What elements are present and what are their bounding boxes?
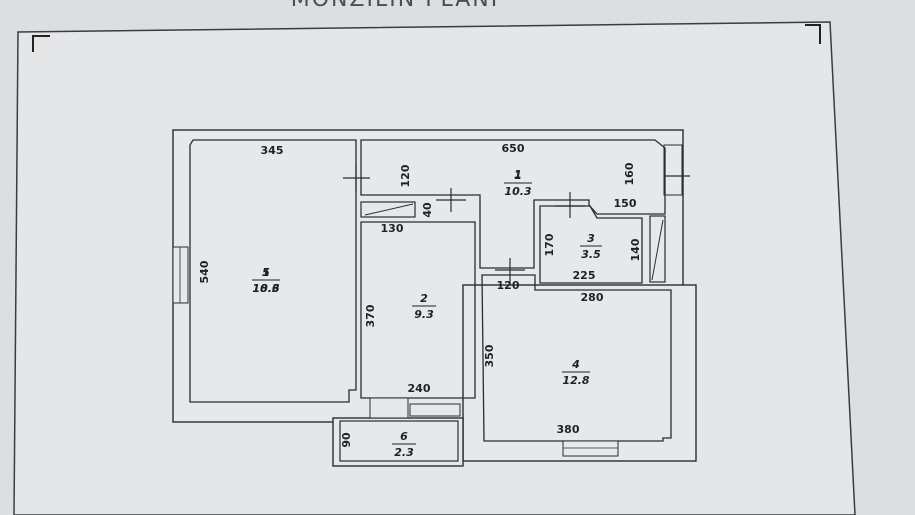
window-room-4	[562, 440, 619, 457]
room-3-outline	[539, 205, 643, 284]
corner-mark-top-left	[32, 35, 50, 52]
room-3-area: 3.5	[581, 248, 601, 261]
dim-room4-bottom-width: 380	[557, 423, 580, 436]
dim-room1-closet-depth: 40	[421, 202, 434, 218]
door-marks	[343, 165, 690, 285]
dim-closet-width: 130	[381, 222, 404, 235]
dim-room5-height: 540	[198, 260, 211, 283]
balcony-door	[409, 403, 461, 417]
dim-room3-top-width: 150	[614, 197, 637, 210]
room-6-outline	[339, 420, 459, 462]
window-room-5	[172, 246, 189, 304]
shaft-outline	[649, 215, 666, 283]
svg-text:10.3: 10.3	[252, 282, 279, 295]
dim-room1-left-depth: 120	[399, 164, 412, 187]
dim-room2-width: 240	[408, 382, 431, 395]
dim-room4-top-width: 280	[581, 291, 604, 304]
corner-mark-top-right	[805, 24, 821, 44]
room-4-outline	[481, 274, 672, 442]
room-6-number: 6	[400, 430, 408, 443]
room-4-number: 4	[571, 358, 580, 371]
dim-room4-height: 350	[483, 344, 496, 367]
dim-room2-height: 370	[364, 304, 377, 327]
room-label-1: 1	[514, 168, 522, 181]
room-2-outline	[360, 221, 476, 399]
room-2-area: 9.3	[414, 308, 434, 321]
room-5-area: 18.6	[252, 282, 279, 295]
room-5-number: 5	[262, 266, 270, 279]
room-1-number: 1	[514, 169, 522, 182]
east-wing-wall	[462, 284, 697, 462]
dim-room3-height-right: 140	[629, 238, 642, 261]
dim-room1-width: 650	[502, 142, 525, 155]
room-3-number: 3	[587, 232, 595, 245]
room-6-area: 2.3	[394, 446, 414, 459]
room-4-area: 12.8	[562, 374, 589, 387]
entry-notch	[663, 144, 683, 196]
closet-diagonal	[364, 203, 414, 216]
room-2-number: 2	[420, 292, 428, 305]
dim-room3-height-left: 170	[543, 233, 556, 256]
svg-text:1: 1	[514, 168, 522, 181]
dim-room3-bottom-width: 225	[573, 269, 596, 282]
shaft-diagonal	[651, 219, 664, 281]
closet-outline	[360, 201, 416, 218]
dim-room5-width: 345	[261, 144, 284, 157]
dim-room6-depth: 90	[340, 432, 353, 448]
window-room-2	[369, 397, 409, 419]
room-1-area: 10.3	[504, 185, 531, 198]
svg-text:1: 1	[262, 266, 270, 279]
room-1-outline	[360, 139, 666, 269]
document-title: MONZILIN PLANI	[291, 0, 500, 12]
dim-room1-right-depth: 160	[623, 162, 636, 185]
dim-corridor-width: 120	[497, 279, 520, 292]
